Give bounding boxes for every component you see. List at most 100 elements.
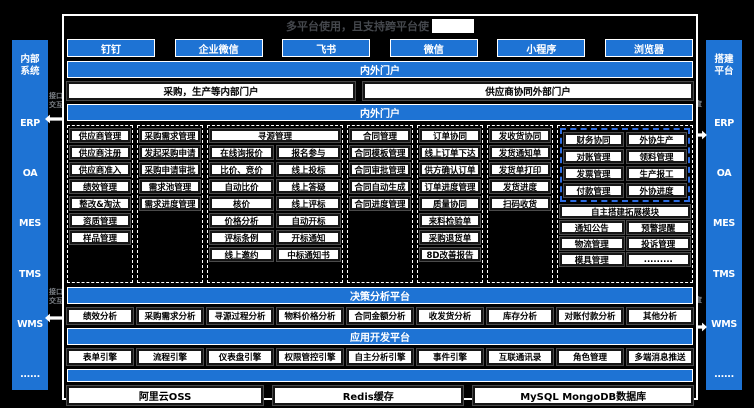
module-box: 发收货协同: [490, 129, 550, 142]
module-box: 合同自动生成: [350, 180, 410, 193]
sidebar-item-wms: WMS: [711, 318, 737, 330]
decision-analysis-row: 绩效分析 采购需求分析 寻源过程分析 物料价格分析 合同金额分析 收发货分析 库…: [67, 308, 693, 324]
module-box: 发货进度: [490, 180, 550, 193]
sidebar-item-oa: OA: [716, 168, 732, 180]
external-portal-box: 供应商协同外部门户: [362, 82, 693, 100]
module-box: 外协进度: [627, 184, 686, 197]
sourcing-management-group: 寻源管理 在线询报价 报名参与 比价、竞价 线上投标 自动比价 线上答疑 核价 …: [207, 125, 343, 283]
module-box: 物流管理: [560, 237, 624, 250]
engine-box: 权限管控引擎: [277, 349, 343, 365]
module-box: 订单协同: [420, 129, 480, 142]
module-box: 线上评标: [277, 197, 340, 210]
module-box: 报名参与: [277, 146, 340, 159]
module-box: 通知公告: [560, 221, 624, 234]
self-build-extension-module-box: 自主搭建拓展模块: [560, 205, 690, 218]
engine-box: 表单引擎: [67, 349, 133, 365]
module-box: 发起采购申请: [140, 146, 200, 159]
finance-extension-stack: 财务协同 外协生产 对账管理 领料管理 发票管理 生产报工 付款管理 外协进度 …: [557, 125, 693, 283]
interface-interaction-label: 接口交互: [49, 288, 63, 305]
purchase-demand-group: 采购需求管理 发起采购申请 采购申请审批 需求池管理 需求进度管理: [137, 125, 203, 283]
blank-section-bar: [67, 369, 693, 382]
module-box: 采购需求管理: [140, 129, 200, 142]
bidirectional-arrow-icon: [45, 114, 67, 124]
module-box: 预警提醒: [626, 221, 690, 234]
analysis-box: 绩效分析: [67, 308, 133, 324]
contract-management-group: 合同管理 合同模板管理 合同审批管理 合同自动生成 合同进度管理: [347, 125, 413, 283]
app-wechat: 微信: [389, 39, 478, 57]
sidebar-item-oa: OA: [22, 168, 38, 180]
engine-box: 多端消息推送: [627, 349, 693, 365]
analysis-box: 寻源过程分析: [207, 308, 273, 324]
module-box: 供应商管理: [70, 129, 130, 142]
module-box: 开标通知: [277, 231, 340, 244]
module-box: 发货单打印: [490, 163, 550, 176]
sidebar-item-more: ......: [714, 369, 734, 380]
redacted-area: [432, 19, 474, 33]
sidebar-item-erp: ERP: [20, 117, 40, 129]
sidebar-item-tms: TMS: [713, 268, 735, 280]
module-box: 自动开标: [277, 214, 340, 227]
sidebar-item-tms: TMS: [19, 268, 41, 280]
module-box: 来料检验单: [420, 214, 480, 227]
app-dingtalk: 钉钉: [67, 39, 155, 57]
internal-systems-sidebar: 内部系统 ERP OA MES TMS WMS ......: [12, 40, 48, 390]
module-box: 投诉管理: [626, 237, 690, 250]
analysis-box: 收发货分析: [417, 308, 483, 324]
internal-systems-title: 内部系统: [20, 54, 40, 78]
module-box: 在线询报价: [210, 146, 273, 159]
client-apps-row: 钉钉 企业微信 飞书 微信 小程序 浏览器: [67, 39, 693, 57]
extension-modules-grid: 通知公告 预警提醒 物流管理 投诉管理 模具管理 .........: [560, 221, 690, 266]
storage-box-redis: Redis缓存: [273, 386, 464, 405]
module-box: .........: [626, 253, 690, 266]
module-box: 质量协同: [420, 197, 480, 210]
module-box: 财务协同: [564, 133, 623, 146]
engine-box: 仪表盘引擎: [207, 349, 273, 365]
supplier-management-group: 供应商管理 供应商注册 供应商准入 绩效管理 整改&淘汰 资质管理 样品管理: [67, 125, 133, 283]
sidebar-item-mes: MES: [19, 218, 41, 230]
module-box: 合同模板管理: [350, 146, 410, 159]
module-box: 中标通知书: [277, 248, 340, 261]
module-box: 样品管理: [70, 231, 130, 244]
engine-row: 表单引擎 流程引擎 仪表盘引擎 权限管控引擎 自主分析引擎 事件引擎 互联通讯录…: [67, 349, 693, 365]
module-box: 模具管理: [560, 253, 624, 266]
app-browser: 浏览器: [604, 39, 693, 57]
analysis-box: 其他分析: [627, 308, 693, 324]
module-box: 评标条例: [210, 231, 273, 244]
architecture-diagram-frame: 多平台使用，且支持跨平台使 钉钉 企业微信 飞书 微信 小程序 浏览器 内外门户…: [62, 14, 698, 405]
storage-box-oss: 阿里云OSS: [67, 386, 264, 405]
portal-header-bar: 内外门户: [67, 61, 693, 78]
decision-analysis-header-bar: 决策分析平台: [67, 287, 693, 304]
module-box: 发货通知单: [490, 146, 550, 159]
portal-row: 采购，生产等内部门户 供应商协同外部门户: [67, 82, 693, 100]
module-box: 线上订单下达: [420, 146, 480, 159]
module-box: 8D改善报告: [420, 248, 480, 261]
app-feishu: 飞书: [282, 39, 371, 57]
module-box: 寻源管理: [210, 129, 340, 142]
building-platform-sidebar: 搭建平台 ERP OA MES TMS WMS ......: [706, 40, 742, 390]
module-box: 整改&淘汰: [70, 197, 130, 210]
module-box: 线上投标: [277, 163, 340, 176]
engine-box: 互联通讯录: [487, 349, 553, 365]
module-box: 对账管理: [564, 150, 623, 163]
finance-outsourcing-group: 财务协同 外协生产 对账管理 领料管理 发票管理 生产报工 付款管理 外协进度: [560, 128, 690, 202]
module-box: 供应商注册: [70, 146, 130, 159]
module-box: 资质管理: [70, 214, 130, 227]
storage-row: 阿里云OSS Redis缓存 MySQL MongoDB数据库: [67, 386, 693, 405]
diagram-title-text: 多平台使用，且支持跨平台使: [286, 20, 429, 33]
engine-box: 流程引擎: [137, 349, 203, 365]
app-wecom: 企业微信: [174, 39, 263, 57]
module-box: 自动比价: [210, 180, 273, 193]
diagram-title: 多平台使用，且支持跨平台使: [67, 17, 693, 35]
building-platform-title: 搭建平台: [714, 54, 734, 78]
analysis-box: 物料价格分析: [277, 308, 343, 324]
module-box: 外协生产: [627, 133, 686, 146]
interface-interaction-label: 接口交互: [49, 92, 63, 109]
engine-box: 角色管理: [557, 349, 623, 365]
sidebar-item-mes: MES: [713, 218, 735, 230]
sidebar-item-more: ......: [20, 369, 40, 380]
module-box: 供应商准入: [70, 163, 130, 176]
engine-box: 事件引擎: [417, 349, 483, 365]
module-box: 需求进度管理: [140, 197, 200, 210]
analysis-box: 采购需求分析: [137, 308, 203, 324]
bidirectional-arrow-icon: [45, 313, 67, 323]
